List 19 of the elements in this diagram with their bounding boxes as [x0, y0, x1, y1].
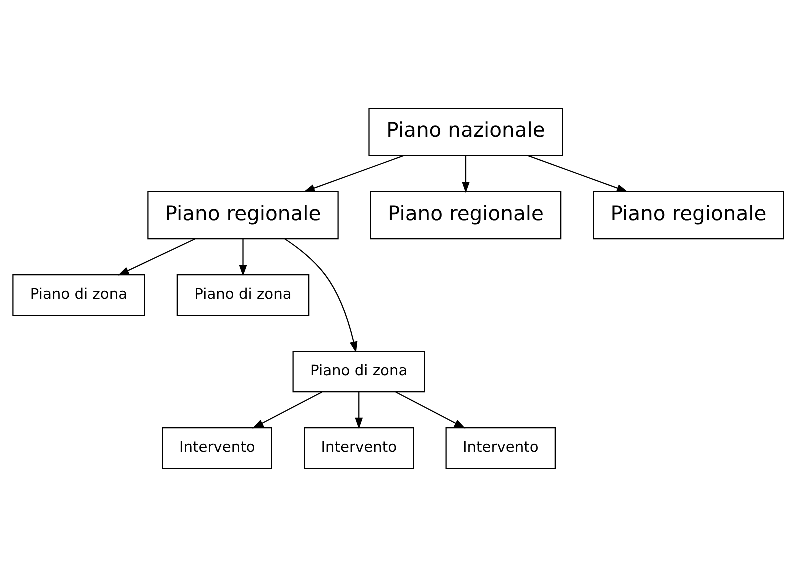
node-box: Intervento [162, 427, 272, 470]
arrow [252, 392, 323, 429]
node-box: Piano nazionale [368, 108, 564, 156]
node-box: Piano di zona [176, 274, 310, 316]
arrow [239, 239, 248, 277]
arrow [528, 155, 628, 192]
arrow [118, 238, 196, 276]
node-box: Intervento [446, 427, 556, 470]
node-box: Piano regionale [593, 191, 784, 240]
node-box: Intervento [304, 427, 414, 470]
node-box: Piano regionale [370, 191, 562, 240]
arrow [462, 156, 470, 194]
arrow [355, 392, 364, 430]
arrow [304, 155, 404, 192]
node-box: Piano di zona [12, 274, 146, 316]
arrow [284, 238, 358, 354]
node-box: Piano di zona [292, 350, 426, 393]
node-box: Piano regionale [148, 191, 339, 240]
arrow [396, 392, 466, 429]
